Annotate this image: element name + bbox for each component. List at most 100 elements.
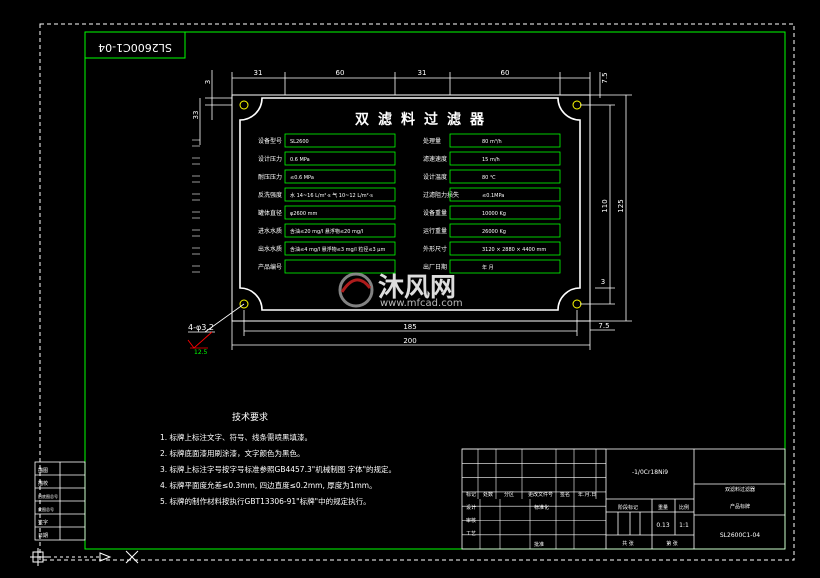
plate-value-left: 含油≤20 mg/l 悬浮物≤20 mg/l [290,228,363,235]
plate-value-left: 水 14~16 L/m²·s 气 10~12 L/m²·s [290,192,373,199]
plate-field-left [284,169,396,184]
tb-head-docno: 更改文件号 [528,491,553,498]
plate-field-left [284,187,396,202]
dim-left-3: 3 [204,80,212,84]
plate-value-left: 0.6 MPa [290,157,310,163]
dim-top-1: 31 [254,69,263,77]
plate-field-left [284,133,396,148]
watermark [338,272,374,308]
left-dimensions [199,70,232,145]
plate-value-right: 3120 × 2880 × 4400 mm [482,247,546,253]
plate-value-left: ≤0.6 MPa [290,175,314,181]
plate-field-left [284,259,396,274]
plate-row: 耐压压力 ≤0.6 MPa 设计温度 80 ℃ [258,169,561,184]
side-sign: 签字 [38,519,48,526]
plate-field-right [449,169,561,184]
plate-row: 设计压力 0.6 MPa 滤速速度 15 m/h [258,151,561,166]
tb-check: 审核 [466,517,476,524]
row-tick-marks [192,139,200,273]
technical-notes: 1. 标牌上标注文字、符号、线条需喷黑填漆。2. 标牌底面漆用刷涂漆，文字颜色为… [160,432,396,506]
note-item: 2. 标牌底面漆用刷涂漆，文字颜色为黑色。 [160,448,305,458]
dim-right-7.5-bottom: 7.5 [598,322,609,330]
dim-top-3: 31 [418,69,427,77]
plate-field-left [284,205,396,220]
drawing-frame [84,31,786,550]
roughness-value: 12.5 [194,349,208,356]
title-block [461,448,786,550]
plate-label-left: 出水水质 [258,245,282,253]
plate-value-right: 10000 Kg [482,211,506,217]
plate-label-left: 进水水质 [258,227,282,235]
dim-top-2: 60 [336,69,345,77]
plate-row: 产品编号 出厂日期 年 月 [258,259,561,274]
plate-value-left: 含油≤4 mg/l 悬浮物≤3 mg/l 粒径≤3 μm [290,246,385,253]
dim-right-3: 3 [601,278,605,286]
right-dimensions [580,72,632,322]
plate-field-left [284,223,396,238]
bottom-dimensions [231,310,615,350]
notes-title: 技术要求 [232,411,268,423]
plate-label-right: 滤速速度 [423,155,447,163]
tb-design: 设计 [466,504,476,511]
stage-mark-label: 阶段标记 [618,504,638,511]
side-base-total: 底图总号 [38,506,54,512]
plate-label-left: 罐体直径 [258,209,282,217]
weight-label: 重量 [658,504,668,511]
plate-label-right: 处理量 [423,137,441,145]
plate-row: 出水水质 含油≤4 mg/l 悬浮物≤3 mg/l 粒径≤3 μm 外形尺寸 3120… [258,241,561,256]
weight-value: 0.13 [656,522,670,529]
plate-label-right: 外形尺寸 [423,245,447,253]
watermark-url: www.mfcad.com [380,298,463,309]
plate-label-left: 设备型号 [258,137,282,145]
sheet-total: 共 张 [622,540,634,547]
note-item: 5. 标牌的制作材料按执行GBT13306-91"标牌"中的规定执行。 [160,496,371,506]
plate-label-right: 过滤阻力损失 [423,191,459,199]
dim-left-33: 33 [192,111,200,120]
plate-value-left: SL2600 [290,139,309,145]
plate-label-right: 运行重量 [423,227,447,235]
plate-field-left [284,241,396,256]
side-date: 日期 [38,533,48,539]
plate-label-right: 设备重量 [423,209,447,217]
plate-label-right: 出厂日期 [423,263,447,271]
tb-head-mark: 标记 [466,491,476,498]
plate-label-left: 产品编号 [258,263,282,271]
sheet-number: 第 张 [666,540,678,547]
drawing-number: SL2600C1-04 [720,532,760,539]
product-part: 产品标牌 [730,503,750,510]
plate-field-right [449,187,561,202]
dim-bottom-185: 185 [403,323,416,331]
plate-label-left: 耐压压力 [258,173,282,181]
side-block [34,461,86,541]
plate-label-right: 设计温度 [423,173,447,181]
side-trace-check: 描校 [38,480,48,487]
dim-right-110: 110 [601,199,609,212]
mounting-holes [239,100,582,309]
watermark-brand: 沐风网 [378,273,456,303]
plate-field-right [449,259,561,274]
plate-value-right: 15 m/h [482,157,500,163]
tb-head-date: 年.月.日 [578,491,596,498]
ucs-icon[interactable] [30,548,139,566]
dim-top-4: 60 [501,69,510,77]
plate-value-right: 年 月 [482,264,494,271]
svg-text:SL2600C1-04: SL2600C1-04 [98,41,172,54]
plate-label-left: 设计压力 [258,155,282,163]
note-item: 4. 标牌平面度允差≤0.3mm, 四边直度≤0.2mm, 厚度为1mm。 [160,480,377,490]
tb-head-sign: 签名 [560,491,570,498]
top-dimensions [231,72,591,95]
title-block-labels: 标记 处数 分区 更改文件号 签名 年.月.日 设计 标准化 审核 工艺 批准 [466,491,596,548]
plate-value-right: 80 ℃ [482,175,496,181]
dim-right-7.5-top: 7.5 [601,72,609,83]
plate-value-left: φ2600 mm [290,211,317,217]
ratio-label: 比例 [679,504,689,511]
material-spec: -1/0Cr18Ni9 [632,469,668,476]
product-name: 双滤料过滤器 [725,486,755,493]
plate-field-right [449,151,561,166]
plate-field-left [284,151,396,166]
side-old-base: 旧底图总号 [38,493,58,499]
